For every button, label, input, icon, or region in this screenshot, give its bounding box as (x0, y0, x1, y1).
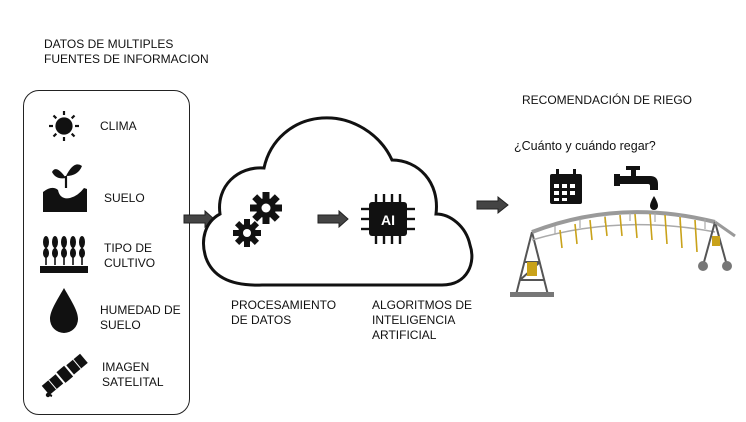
processing-label: PROCESAMIENTO DE DATOS (231, 298, 337, 327)
source-label-cultivo: TIPO DE CULTIVO (104, 241, 156, 270)
pivot-irrigation-image (510, 210, 736, 297)
source-label-humedad: HUMEDAD DE SUELO (100, 303, 181, 332)
seedling-icon (43, 164, 87, 212)
ai-chip-text: AI (381, 212, 395, 228)
gears-icon (233, 192, 282, 247)
arrow-to-recommendation (476, 195, 509, 215)
ai-label: ALGORITMOS DE INTELIGENCIA ARTIFICIAL (372, 298, 473, 342)
sun-icon (49, 111, 79, 141)
faucet-icon (614, 166, 658, 210)
sources-title: DATOS DE MULTIPLES FUENTES DE INFORMACIO… (44, 37, 209, 66)
ai-chip-icon: AI (361, 194, 415, 244)
recommendation-title: RECOMENDACIÓN DE RIEGO (522, 93, 693, 107)
arrow-to-ai (317, 209, 349, 229)
recommendation-question: ¿Cuánto y cuándo regar? (514, 139, 656, 153)
water-drop-icon (50, 288, 78, 333)
calendar-icon (550, 169, 582, 204)
source-label-clima: CLIMA (100, 119, 137, 133)
cloud-outline (202, 116, 474, 287)
source-label-satelital: IMAGEN SATELITAL (102, 360, 164, 389)
source-label-suelo: SUELO (104, 191, 145, 205)
sources-panel (23, 90, 190, 415)
satellite-icon (41, 353, 88, 398)
wheat-icon (40, 236, 88, 273)
